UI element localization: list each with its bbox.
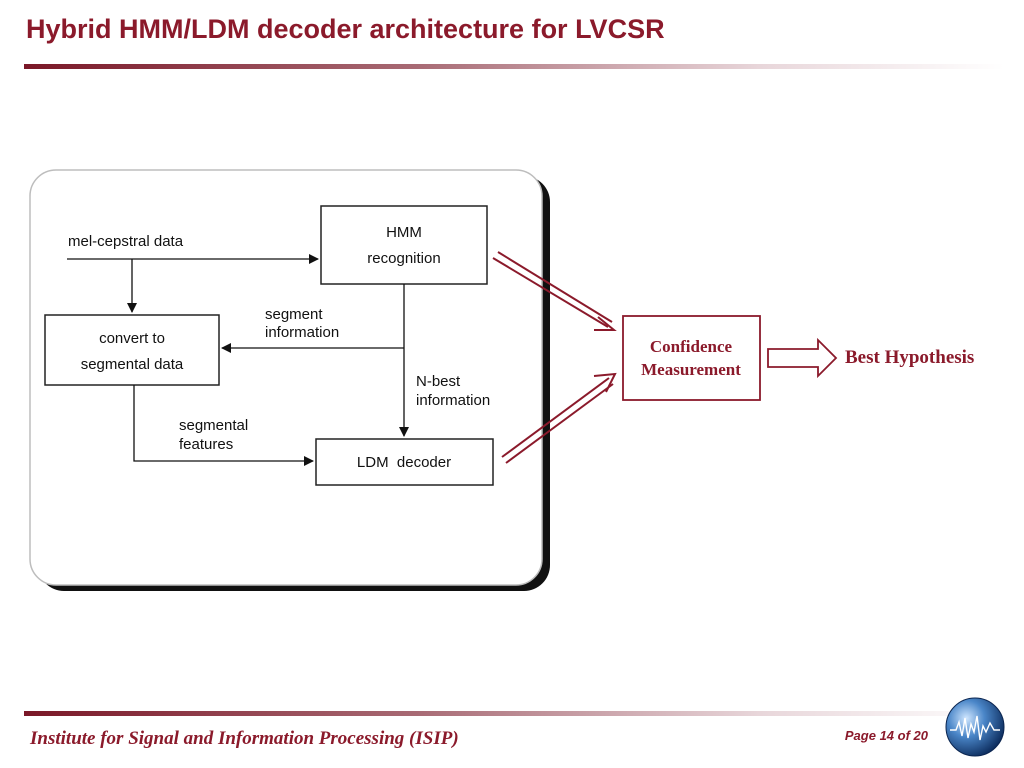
page-number: Page 14 of 20 [844, 728, 928, 743]
nbest-edge: N-best information [399, 284, 490, 437]
ldm-to-confidence-arrow [501, 372, 617, 464]
title-divider [24, 64, 1004, 69]
hmm-to-confidence-arrow [492, 251, 617, 331]
confidence-label-line1: Confidence [650, 337, 733, 356]
hmm-recognition-node: HMM recognition [320, 205, 488, 285]
slide-title: Hybrid HMM/LDM decoder architecture for … [26, 14, 665, 44]
convert-segmental-node: convert to segmental data [44, 314, 220, 386]
best-hypothesis-label: Best Hypothesis [845, 347, 974, 368]
hmm-label-line1: HMM [386, 224, 422, 241]
convert-label-line1: convert to [99, 330, 165, 347]
footer-divider [24, 711, 1004, 716]
confidence-to-output-arrow [767, 337, 838, 379]
footer-institute: Institute for Signal and Information Pro… [30, 728, 459, 749]
nbest-label-line2: information [416, 392, 490, 409]
ldm-label: LDM decoder [357, 454, 451, 471]
mel-cepstral-label: mel-cepstral data [68, 233, 184, 250]
confidence-label-line2: Measurement [641, 360, 741, 379]
segmental-features-label-line2: features [179, 436, 233, 453]
segment-info-edge: segment information [221, 306, 404, 353]
segmental-features-label-line1: segmental [179, 417, 248, 434]
segment-info-label-line2: information [265, 324, 339, 341]
segmental-features-edge: segmental features [133, 385, 314, 466]
convert-label-line2: segmental data [81, 356, 184, 373]
segment-info-label-line1: segment [265, 306, 323, 323]
ldm-decoder-node: LDM decoder [315, 438, 494, 486]
confidence-measurement-node: Confidence Measurement [622, 315, 761, 401]
nbest-label-line1: N-best [416, 373, 461, 390]
hmm-label-line2: recognition [367, 250, 440, 267]
mel-cepstral-edge: mel-cepstral data [67, 233, 319, 313]
architecture-diagram: HMM recognition convert to segmental dat… [29, 169, 974, 591]
isip-logo-icon [945, 697, 1005, 757]
